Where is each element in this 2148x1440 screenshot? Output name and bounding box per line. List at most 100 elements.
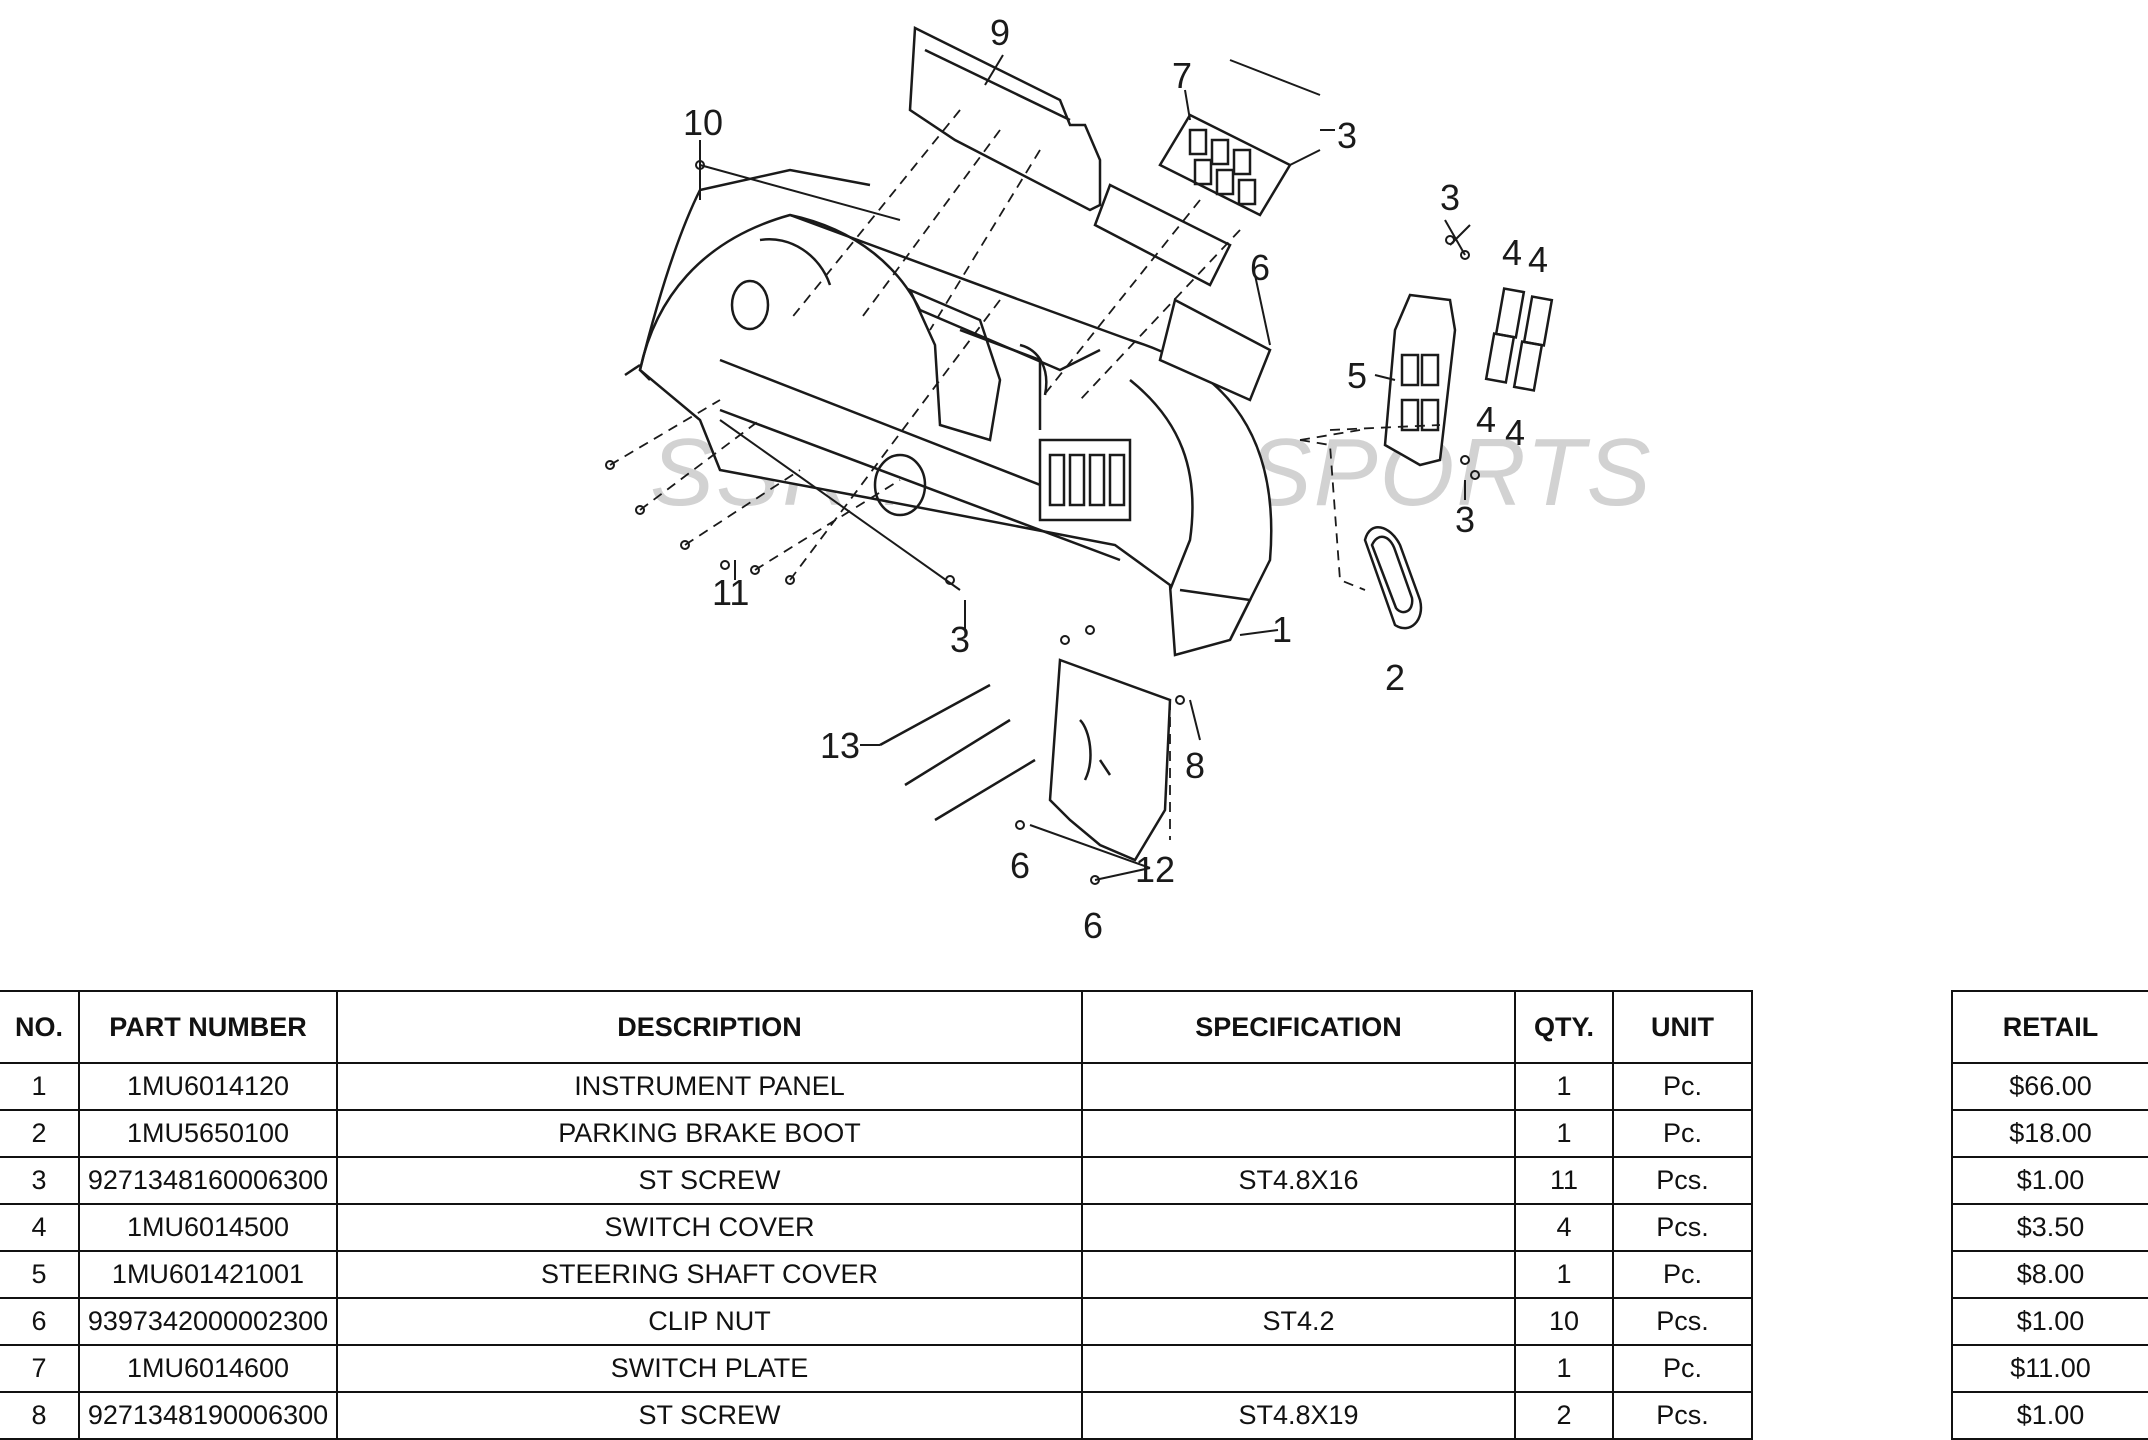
clip-nut-strip-drawing [1093, 183, 1272, 402]
cell-description: SWITCH COVER [336, 1203, 1083, 1252]
cell-unit: Pcs. [1612, 1391, 1753, 1440]
switch-covers-drawing [1484, 287, 1554, 392]
cell-retail: $11.00 [1951, 1344, 2148, 1393]
cell-no: 7 [0, 1344, 80, 1393]
cell-qty: 1 [1514, 1062, 1614, 1111]
cell-unit: Pcs. [1612, 1297, 1753, 1346]
table-row: 2 1MU5650100 PARKING BRAKE BOOT 1 Pc. $1… [0, 1109, 2148, 1158]
cell-unit: Pcs. [1612, 1156, 1753, 1205]
header-unit: UNIT [1612, 990, 1753, 1064]
callout-1: 1 [1272, 609, 1292, 650]
callout-3-top: 3 [1337, 115, 1357, 156]
cell-spacer [1751, 1298, 1953, 1345]
cell-spacer [1751, 1157, 1953, 1204]
callout-4-b: 4 [1528, 239, 1548, 280]
rods-drawing [879, 683, 1036, 822]
cell-description: INSTRUMENT PANEL [336, 1062, 1083, 1111]
cell-retail: $1.00 [1951, 1156, 2148, 1205]
cell-specification [1081, 1062, 1516, 1111]
header-part-number: PART NUMBER [78, 990, 338, 1064]
header-spacer [1751, 991, 1953, 1063]
cell-no: 3 [0, 1156, 80, 1205]
cell-specification [1081, 1250, 1516, 1299]
cell-qty: 4 [1514, 1203, 1614, 1252]
table-row: 4 1MU6014500 SWITCH COVER 4 Pcs. $3.50 [0, 1203, 2148, 1252]
cell-specification: ST4.2 [1081, 1297, 1516, 1346]
cell-part-number: 9271348160006300 [78, 1156, 338, 1205]
cell-description: SWITCH PLATE [336, 1344, 1083, 1393]
cell-qty: 2 [1514, 1391, 1614, 1440]
cell-part-number: 1MU601421001 [78, 1250, 338, 1299]
cell-specification [1081, 1344, 1516, 1393]
cell-retail: $3.50 [1951, 1203, 2148, 1252]
cell-part-number: 9397342000002300 [78, 1297, 338, 1346]
callout-5: 5 [1347, 355, 1367, 396]
cell-description: PARKING BRAKE BOOT [336, 1109, 1083, 1158]
steering-shaft-cover-drawing [1383, 293, 1457, 467]
parking-brake-boot-drawing [1363, 526, 1423, 630]
cell-spacer [1751, 1063, 1953, 1110]
cell-retail: $1.00 [1951, 1297, 2148, 1346]
callout-6-bottom: 6 [1083, 905, 1103, 946]
cell-retail: $1.00 [1951, 1391, 2148, 1440]
assembly-lines-drawing [609, 109, 1441, 840]
header-retail: RETAIL [1951, 990, 2148, 1064]
cell-specification: ST4.8X19 [1081, 1391, 1516, 1440]
table-row: 1 1MU6014120 INSTRUMENT PANEL 1 Pc. $66.… [0, 1062, 2148, 1111]
cell-qty: 1 [1514, 1250, 1614, 1299]
cell-part-number: 1MU6014120 [78, 1062, 338, 1111]
table-row: 7 1MU6014600 SWITCH PLATE 1 Pc. $11.00 [0, 1344, 2148, 1393]
cell-part-number: 1MU6014500 [78, 1203, 338, 1252]
header-description: DESCRIPTION [336, 990, 1083, 1064]
cell-qty: 11 [1514, 1156, 1614, 1205]
table-row: 5 1MU601421001 STEERING SHAFT COVER 1 Pc… [0, 1250, 2148, 1299]
callout-8: 8 [1185, 745, 1205, 786]
callout-6-bottom-left: 6 [1010, 845, 1030, 886]
cell-qty: 10 [1514, 1297, 1614, 1346]
cell-spacer [1751, 1110, 1953, 1157]
callout-6-top: 6 [1250, 247, 1270, 288]
table-row: 3 9271348160006300 ST SCREW ST4.8X16 11 … [0, 1156, 2148, 1205]
cell-no: 6 [0, 1297, 80, 1346]
side-panel-drawing [1048, 658, 1172, 862]
callout-4-c: 4 [1476, 399, 1496, 440]
callout-3-lower-right: 3 [1455, 499, 1475, 540]
callout-labels: 1 2 3 3 3 3 4 4 4 4 5 6 6 6 7 8 9 10 11 … [683, 12, 1548, 946]
table-row: 6 9397342000002300 CLIP NUT ST4.2 10 Pcs… [0, 1297, 2148, 1346]
cell-no: 4 [0, 1203, 80, 1252]
cell-unit: Pc. [1612, 1344, 1753, 1393]
cell-no: 5 [0, 1250, 80, 1299]
cell-spacer [1751, 1345, 1953, 1392]
cell-spacer [1751, 1204, 1953, 1251]
switch-plate-drawing [1158, 113, 1292, 217]
cell-specification: ST4.8X16 [1081, 1156, 1516, 1205]
cell-specification [1081, 1109, 1516, 1158]
table-header-row: NO. PART NUMBER DESCRIPTION SPECIFICATIO… [0, 990, 2148, 1064]
callout-4-a: 4 [1502, 232, 1522, 273]
cell-description: CLIP NUT [336, 1297, 1083, 1346]
cell-no: 2 [0, 1109, 80, 1158]
callout-3-right: 3 [1440, 177, 1460, 218]
cell-retail: $18.00 [1951, 1109, 2148, 1158]
callout-11: 11 [712, 572, 749, 613]
callout-13: 13 [820, 725, 860, 766]
leader-lines-drawing [699, 54, 1471, 881]
cell-unit: Pcs. [1612, 1203, 1753, 1252]
callout-2: 2 [1385, 657, 1405, 698]
cell-part-number: 1MU6014600 [78, 1344, 338, 1393]
cell-qty: 1 [1514, 1344, 1614, 1393]
instrument-panel-drawing [624, 168, 1273, 657]
parts-table: NO. PART NUMBER DESCRIPTION SPECIFICATIO… [0, 990, 2148, 1440]
cell-retail: $66.00 [1951, 1062, 2148, 1111]
cell-retail: $8.00 [1951, 1250, 2148, 1299]
cell-part-number: 9271348190006300 [78, 1391, 338, 1440]
top-trim-panel-drawing [908, 26, 1102, 212]
callout-9: 9 [990, 12, 1010, 53]
header-no: NO. [0, 990, 80, 1064]
parts-table-body: 1 1MU6014120 INSTRUMENT PANEL 1 Pc. $66.… [0, 1062, 2148, 1440]
cell-specification [1081, 1203, 1516, 1252]
cell-description: ST SCREW [336, 1391, 1083, 1440]
parts-table-container: NO. PART NUMBER DESCRIPTION SPECIFICATIO… [0, 990, 2148, 1440]
callout-3-bottom: 3 [950, 619, 970, 660]
cell-no: 1 [0, 1062, 80, 1111]
